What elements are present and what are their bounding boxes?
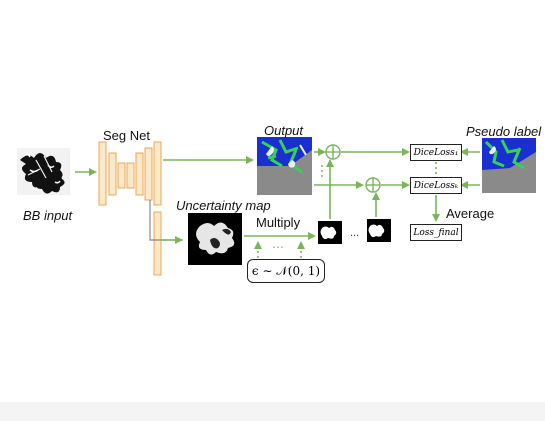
- svg-text:...: ...: [350, 227, 359, 239]
- svg-text:⋯: ⋯: [272, 240, 284, 254]
- bb-input-image: [17, 148, 70, 195]
- plus-circle-k: [365, 177, 381, 193]
- sampled-map-k: [367, 219, 391, 242]
- average-label: Average: [446, 206, 495, 221]
- dice-loss-1-box: DiceLoss₁: [410, 144, 462, 161]
- seg-net-label: Seg Net: [103, 128, 150, 143]
- output-image: [257, 137, 312, 195]
- dice-loss-k-box: DiceLossₖ: [410, 177, 462, 194]
- seg-net-blocks: [98, 141, 162, 276]
- pseudo-label-image: [482, 138, 536, 193]
- pseudo-label-label: Pseudo label: [466, 124, 542, 139]
- loss-final-box: Loss_final: [410, 224, 462, 241]
- bb-input-label: BB input: [23, 208, 73, 223]
- output-label: Output: [264, 123, 304, 138]
- epsilon-noise-box: ϵ ∼ 𝒩(0, 1): [247, 259, 325, 283]
- sampled-map-1: [318, 221, 342, 244]
- bottom-band: [0, 402, 545, 421]
- uncertainty-map-image: [188, 213, 242, 265]
- plus-circle-1: [325, 144, 341, 160]
- multiply-label: Multiply: [256, 215, 301, 230]
- uncertainty-map-label: Uncertainty map: [176, 198, 271, 213]
